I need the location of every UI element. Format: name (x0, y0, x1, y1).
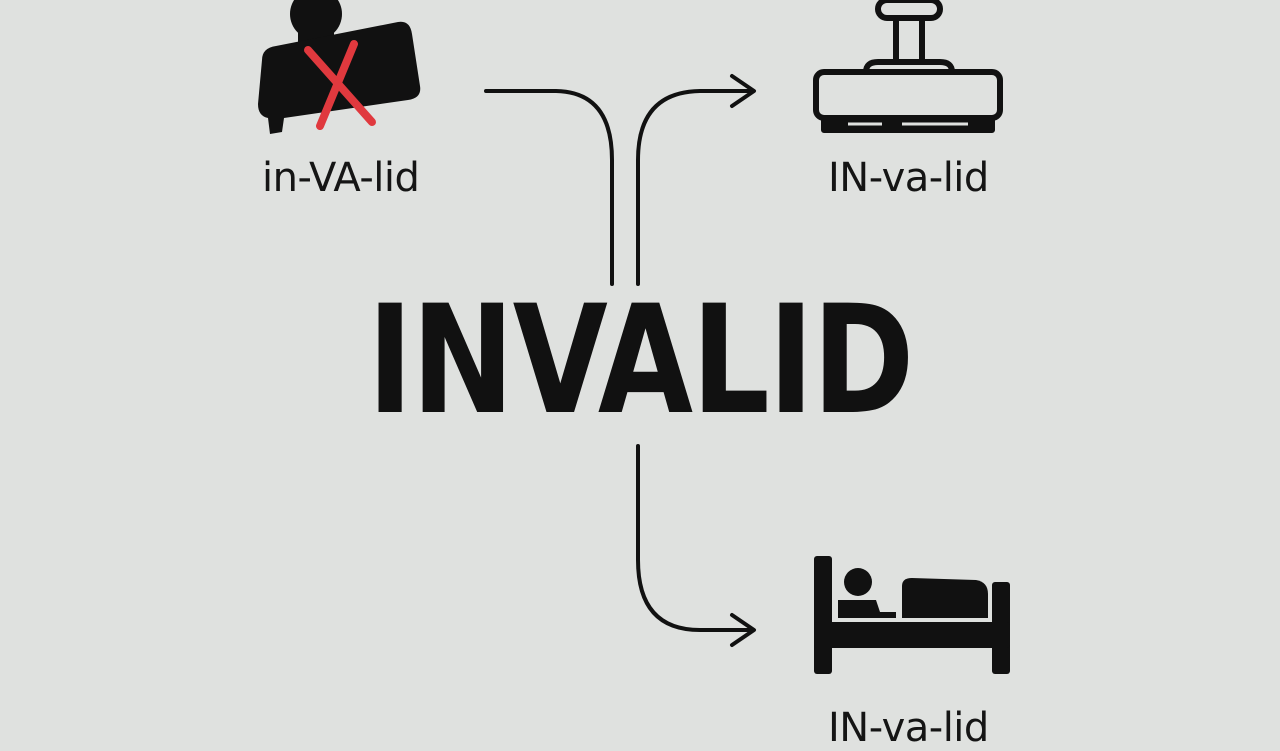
invalid-diagram (258, 0, 1010, 674)
arrowhead-bed (730, 613, 756, 647)
arrowhead-stamp (730, 74, 756, 108)
headword: INVALID (367, 274, 914, 448)
rubber-stamp-icon (813, 0, 1003, 133)
arrow-to-stamp (636, 89, 754, 286)
person-in-bed-icon (814, 556, 1010, 674)
pronunciation-noun-person: IN-va-lid (828, 705, 989, 751)
red-x-mark (304, 40, 376, 130)
arrow-to-bed (636, 444, 754, 632)
pronunciation-adjective: in-VA-lid (262, 155, 420, 201)
rejected-stamp-icon (258, 0, 421, 134)
arrow-from-adjective (484, 89, 614, 286)
pronunciation-noun-stamp: IN-va-lid (828, 155, 989, 201)
connector-arrows (484, 74, 756, 647)
